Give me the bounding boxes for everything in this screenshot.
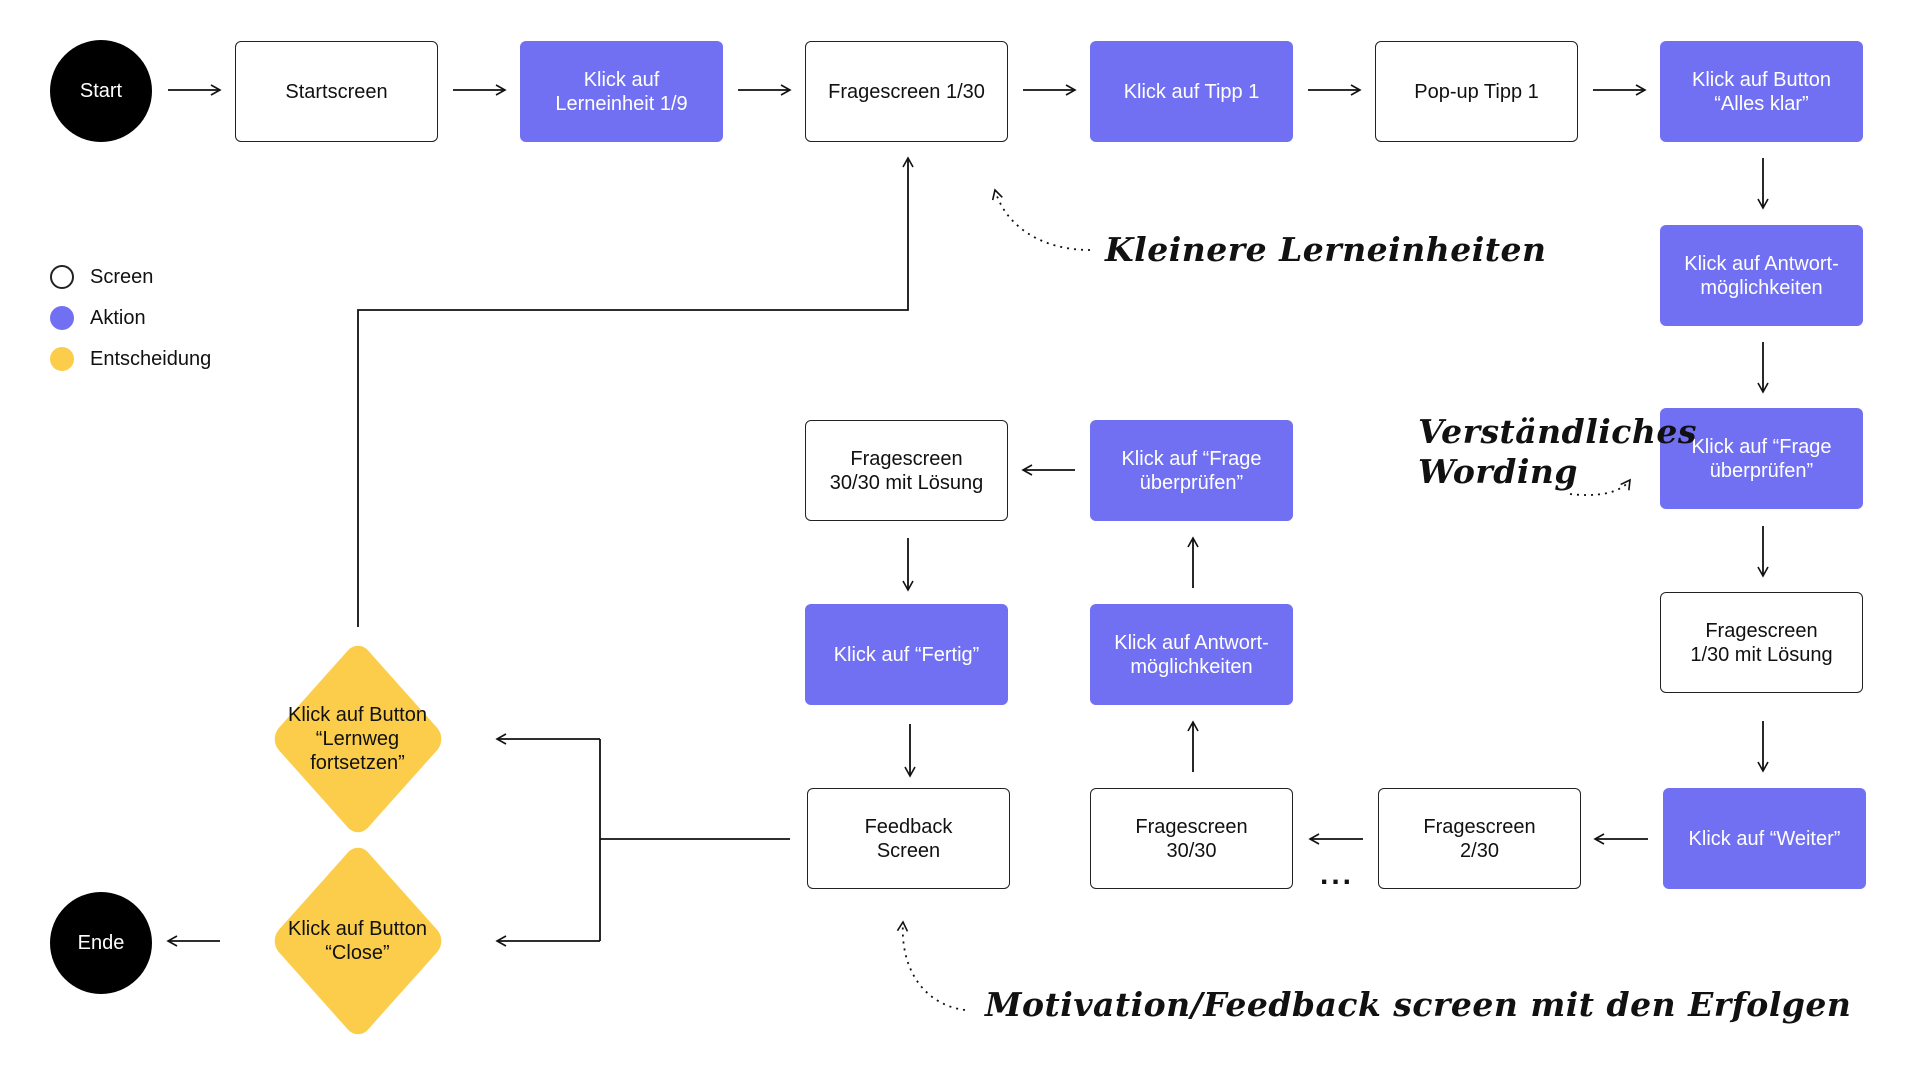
action-klick-tipp: Klick auf Tipp 1 bbox=[1090, 41, 1293, 142]
action-klick-alles-klar: Klick auf Button “Alles klar” bbox=[1660, 41, 1863, 142]
action-klick-antwort-1: Klick auf Antwort- möglichkeiten bbox=[1660, 225, 1863, 326]
screen-fragescreen-1-loesung: Fragescreen 1/30 mit Lösung bbox=[1660, 592, 1863, 693]
annotation-motivation-feedback: Motivation/Feedback screen mit den Erfol… bbox=[985, 985, 1852, 1024]
action-klick-fertig: Klick auf “Fertig” bbox=[805, 604, 1008, 705]
circle-filled-icon bbox=[50, 306, 74, 330]
annotation-arrow-wording bbox=[1569, 478, 1631, 496]
decision-close: Klick auf Button “Close” bbox=[235, 841, 480, 1041]
action-klick-weiter: Klick auf “Weiter” bbox=[1663, 788, 1866, 889]
end-node: Ende bbox=[50, 892, 152, 994]
screen-fragescreen-1: Fragescreen 1/30 bbox=[805, 41, 1008, 142]
decision-lernweg-label: Klick auf Button “Lernweg fortsetzen” bbox=[288, 704, 427, 774]
screen-fragescreen-30: Fragescreen 30/30 bbox=[1090, 788, 1293, 889]
circle-outline-icon bbox=[50, 265, 74, 289]
action-klick-frage-1: Klick auf “Frage überprüfen” bbox=[1660, 408, 1863, 509]
annotation-arrow-kleinere bbox=[991, 188, 1091, 251]
decision-lernweg-fortsetzen: Klick auf Button “Lernweg fortsetzen” bbox=[235, 639, 480, 839]
arrow-lernweg-loop bbox=[357, 156, 914, 627]
annotation-kleinere-lerneinheiten: Kleinere Lerneinheiten bbox=[1105, 230, 1547, 269]
legend-aktion-label: Aktion bbox=[90, 306, 146, 329]
screen-fragescreen-2: Fragescreen 2/30 bbox=[1378, 788, 1581, 889]
action-klick-antwort-30: Klick auf Antwort- möglichkeiten bbox=[1090, 604, 1293, 705]
annotation-verstaendliches-wording: Verständliches Wording bbox=[1418, 412, 1697, 491]
ellipsis: ... bbox=[1320, 858, 1355, 891]
legend-screen-label: Screen bbox=[90, 265, 154, 288]
screen-fragescreen-30-loesung: Fragescreen 30/30 mit Lösung bbox=[805, 420, 1008, 521]
legend-aktion: Aktion bbox=[50, 306, 146, 330]
screen-feedback: Feedback Screen bbox=[807, 788, 1010, 889]
legend-entscheidung: Entscheidung bbox=[50, 347, 211, 371]
circle-filled-icon bbox=[50, 347, 74, 371]
start-node: Start bbox=[50, 40, 152, 142]
annotation-arrow-motivation bbox=[896, 920, 966, 1011]
screen-startscreen: Startscreen bbox=[235, 41, 438, 142]
decision-close-label: Klick auf Button “Close” bbox=[288, 918, 427, 964]
action-klick-lerneinheit: Klick auf Lerneinheit 1/9 bbox=[520, 41, 723, 142]
legend-entscheidung-label: Entscheidung bbox=[90, 347, 212, 370]
legend-screen: Screen bbox=[50, 265, 153, 289]
action-klick-frage-30: Klick auf “Frage überprüfen” bbox=[1090, 420, 1293, 521]
screen-popup-tipp: Pop-up Tipp 1 bbox=[1375, 41, 1578, 142]
